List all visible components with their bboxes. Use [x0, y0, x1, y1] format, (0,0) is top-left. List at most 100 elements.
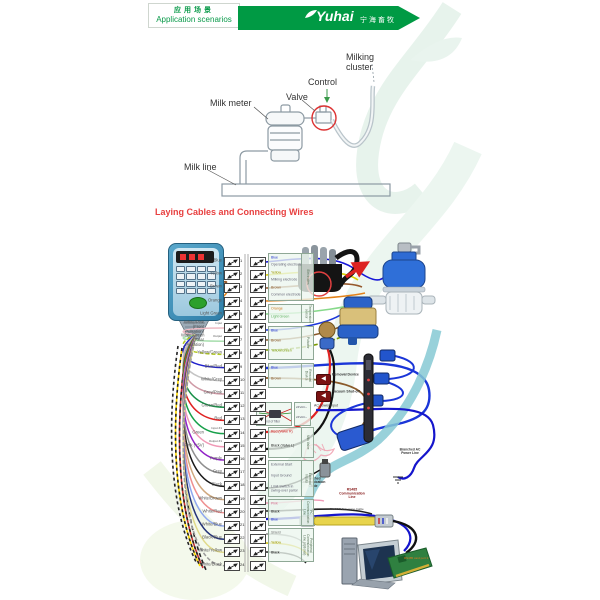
wire-color-label: White/Red — [202, 508, 222, 514]
wire-color-label: Blue — [213, 257, 222, 263]
group-entry: External Start — [271, 462, 293, 467]
terminal-number: 24 — [240, 562, 245, 567]
terminal-number: 8 — [240, 350, 243, 356]
group-side-label: External Inputs — [301, 461, 313, 496]
splice-connector — [250, 362, 266, 373]
wire-color-label: Grey — [212, 468, 222, 474]
splice-connector — [250, 375, 266, 386]
splice-connector — [250, 309, 266, 320]
splice-connector — [250, 349, 266, 360]
terminal-number: 14 — [240, 430, 245, 435]
wire-color-label: White/Green (Rear Pulsation) — [181, 332, 205, 348]
group-side-label: PC Communication Line — [301, 500, 314, 525]
terminal-number: 9 — [240, 364, 243, 369]
splice-connector — [224, 402, 240, 413]
splice-connector — [250, 336, 266, 347]
terminal-number: 18 — [240, 482, 245, 488]
wire — [182, 334, 225, 342]
terminal-number: 20 — [240, 509, 245, 514]
label-ac-power-input: AC power input — [314, 404, 338, 408]
label-io-output: Output — [212, 335, 222, 338]
splice-connector — [250, 389, 266, 399]
brand-logo-text: Yuhai — [316, 8, 354, 24]
label-removal-device: Removal Device — [332, 373, 359, 377]
splice-connector — [224, 507, 240, 518]
splice-connector — [224, 270, 240, 281]
terminal-number: 17 — [240, 469, 245, 475]
section-tag-english: Application scenarios — [156, 15, 232, 24]
label-io-input: Input — [215, 322, 222, 325]
splice-connector — [224, 455, 240, 465]
splice-connector — [250, 415, 266, 426]
splice-connector — [224, 309, 240, 320]
terminal-number: 3 — [240, 284, 243, 290]
section-tag-box: 应用场景 Application scenarios — [148, 3, 240, 28]
splice-connector — [224, 336, 240, 347]
splice-connector — [250, 547, 266, 558]
wire-color-label: White/Grey — [201, 376, 222, 382]
terminal-number: 19 — [240, 496, 245, 501]
splice-connector — [224, 560, 240, 571]
splice-connector — [250, 270, 266, 281]
filter-component — [269, 410, 281, 418]
wire-color-label: White/Black — [199, 561, 222, 567]
splice-connector — [224, 521, 240, 531]
group-entry: Yellow — [271, 540, 281, 545]
wire-color-label: White/Pink (Front Pulsation) — [183, 319, 204, 334]
wire-color-label: Yellow/Green — [197, 349, 222, 355]
group-side-label: Removal Device — [301, 364, 313, 387]
splice-connector — [250, 494, 266, 505]
wire-color-label: Red — [214, 415, 222, 421]
brand-banner: Yuhai 宁海畜牧 — [238, 6, 420, 30]
label-valve: Valve — [286, 92, 308, 102]
wire-color-label: White/Blue — [201, 521, 222, 527]
wire-color-label: White/Yellow — [198, 547, 222, 553]
group-side-label: Temperature sensor — [301, 305, 313, 322]
controller-keypad — [176, 266, 216, 294]
splice-connector — [224, 389, 240, 399]
group-entry: Orange — [271, 306, 283, 311]
label-rs485-card: RS485 card port 2 — [404, 557, 429, 560]
splice-connector — [250, 481, 266, 492]
filter-power-1: 24VAC~ — [296, 406, 308, 409]
leaf-icon — [305, 10, 317, 18]
splice-connector — [250, 507, 266, 518]
label-branched-ac: Branched AC Power Line — [399, 448, 421, 456]
wire-color-label: Orange — [208, 297, 222, 303]
removal-device-connector-icon: ◀ — [316, 374, 331, 385]
group-box: Peripheral Communication Line (optional)… — [268, 528, 314, 562]
wire-color-label: Light Green — [200, 310, 222, 316]
group-entry: Blue — [271, 328, 279, 333]
splice-connector — [224, 441, 240, 452]
group-side-label: Electrodes — [301, 254, 313, 300]
section-title: Laying Cables and Connecting Wires — [155, 207, 314, 217]
terminal-number: 15 — [240, 443, 245, 448]
splice-connector — [250, 402, 266, 413]
group-side-label: Peripheral Communication Line (optional) — [301, 529, 313, 561]
group-entry: Red (Valve R) — [271, 429, 293, 434]
label-milk-line: Milk line — [184, 162, 217, 172]
wire-color-label: Pink (+5V) — [184, 442, 204, 448]
wire-color-label: Yellow — [210, 270, 222, 276]
group-entry: Brown — [271, 376, 281, 381]
group-entry: Black — [271, 551, 280, 555]
splice-connector — [250, 323, 266, 333]
wire-color-label: Purple — [209, 455, 222, 461]
splice-connector — [224, 375, 240, 386]
splice-connector — [224, 257, 240, 267]
wire-color-label: Black/Blue — [202, 534, 222, 540]
group-side-label: Pulsator — [301, 327, 313, 359]
label-io-input1: Input #1 — [211, 427, 222, 430]
terminal-number: 1 — [240, 258, 243, 263]
group-entry: Blue — [271, 517, 279, 522]
wire-color-label: Green/Red — [201, 402, 222, 408]
splice-connector — [250, 521, 266, 531]
terminal-number: 23 — [240, 548, 245, 554]
wire-color-label: Green — [192, 429, 204, 435]
group-entry: Blue — [271, 365, 279, 370]
group-entry: Yellow — [271, 270, 281, 275]
